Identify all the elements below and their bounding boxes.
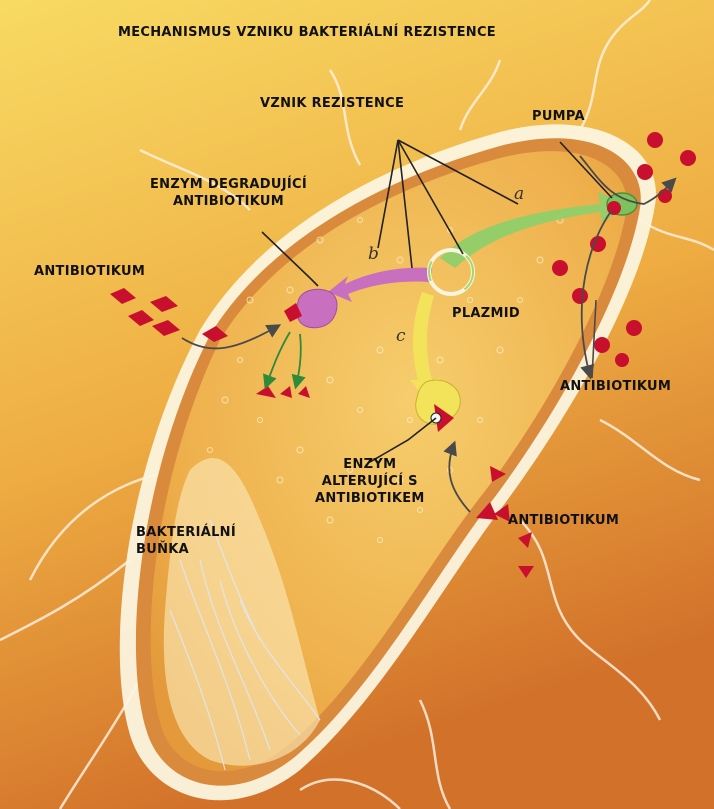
bacterial-cell-label: BAKTERIÁLNÍ BUŇKA bbox=[136, 524, 236, 558]
pump-label: PUMPA bbox=[532, 108, 585, 125]
bacterial-cell-label-line2: BUŇKA bbox=[136, 541, 236, 558]
pathway-c-label: c bbox=[396, 328, 406, 345]
pathway-a-label: a bbox=[514, 186, 524, 203]
degrading-enzyme-label-line2: ANTIBIOTIKUM bbox=[150, 193, 307, 210]
plasmid-label: PLAZMID bbox=[452, 305, 520, 322]
antibiotic-right-label: ANTIBIOTIKUM bbox=[560, 378, 671, 395]
bacterial-cell-label-line1: BAKTERIÁLNÍ bbox=[136, 524, 236, 541]
antibiotic-left-label: ANTIBIOTIKUM bbox=[34, 263, 145, 280]
altering-enzyme-label-line2: ALTERUJÍCÍ S bbox=[315, 473, 425, 490]
antibiotic-bottom-label: ANTIBIOTIKUM bbox=[508, 512, 619, 529]
diagram-title: MECHANISMUS VZNIKU BAKTERIÁLNÍ REZISTENC… bbox=[118, 24, 496, 41]
altering-enzyme-label-line3: ANTIBIOTIKEM bbox=[315, 490, 425, 507]
degrading-enzyme-label: ENZYM DEGRADUJÍCÍ ANTIBIOTIKUM bbox=[150, 176, 307, 210]
pathway-b-label: b bbox=[368, 246, 379, 263]
degrading-enzyme-label-line1: ENZYM DEGRADUJÍCÍ bbox=[150, 176, 307, 193]
altering-enzyme-label: ENZYM ALTERUJÍCÍ S ANTIBIOTIKEM bbox=[315, 456, 425, 507]
resistance-origin-label: VZNIK REZISTENCE bbox=[260, 95, 404, 112]
altering-enzyme-label-line1: ENZYM bbox=[315, 456, 425, 473]
